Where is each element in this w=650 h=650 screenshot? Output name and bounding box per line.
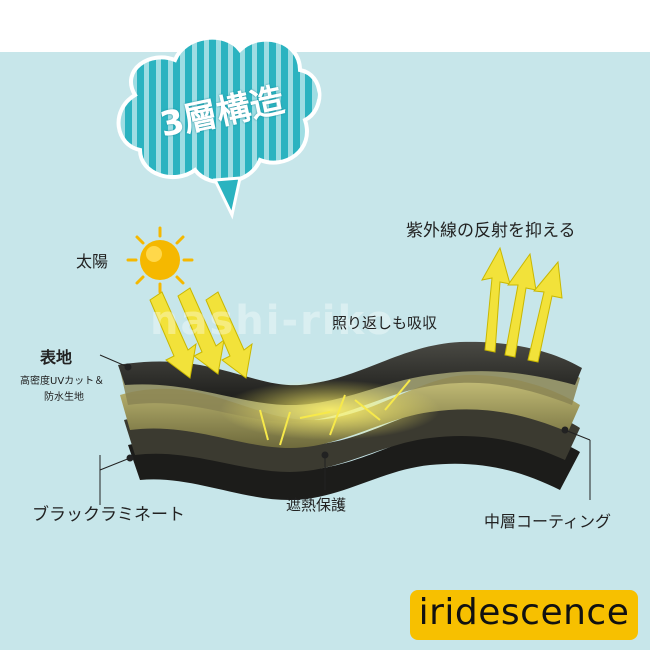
label-heat-shield: 遮熱保護 xyxy=(286,496,347,514)
reflected-arrow xyxy=(527,260,563,363)
incoming-arrow xyxy=(149,291,197,379)
reflected-arrows xyxy=(481,246,563,363)
label-outer-fabric-desc-1: 高密度UVカット＆ xyxy=(20,376,105,387)
label-outer-fabric: 表地 xyxy=(40,348,73,367)
incoming-arrows xyxy=(149,287,253,379)
label-black-laminate: ブラックラミネート xyxy=(32,505,185,525)
incoming-arrow xyxy=(177,287,225,375)
middle-coating-layer xyxy=(120,375,580,448)
cloud-tail xyxy=(212,176,242,220)
outer-fabric-layer xyxy=(118,341,582,405)
label-uv-reflect: 紫外線の反射を抑える xyxy=(406,221,576,241)
cloud-shape xyxy=(116,35,322,185)
incoming-arrow xyxy=(205,291,253,379)
brand-badge: iridescence xyxy=(410,590,638,640)
label-outer-fabric-desc-2: 防水生地 xyxy=(44,392,84,403)
bottom-layer xyxy=(128,425,580,500)
lower-middle-layer xyxy=(124,400,580,472)
label-reflect-absorb: 照り返しも吸収 xyxy=(332,314,438,332)
fabric-layers xyxy=(118,341,582,500)
sun-icon xyxy=(126,226,194,294)
label-pointers xyxy=(99,354,591,505)
diagram-background xyxy=(0,52,650,650)
reflected-arrow xyxy=(481,246,511,353)
title-cloud xyxy=(116,35,322,220)
reflected-arrow xyxy=(504,252,537,358)
label-middle-coating: 中層コーティング xyxy=(484,512,612,531)
inner-arrows xyxy=(259,379,411,446)
label-sun: 太陽 xyxy=(76,252,109,271)
heat-glow xyxy=(220,380,440,440)
brand-badge-text: iridescence xyxy=(418,592,630,633)
watermark: nashi-riko xyxy=(150,298,395,344)
